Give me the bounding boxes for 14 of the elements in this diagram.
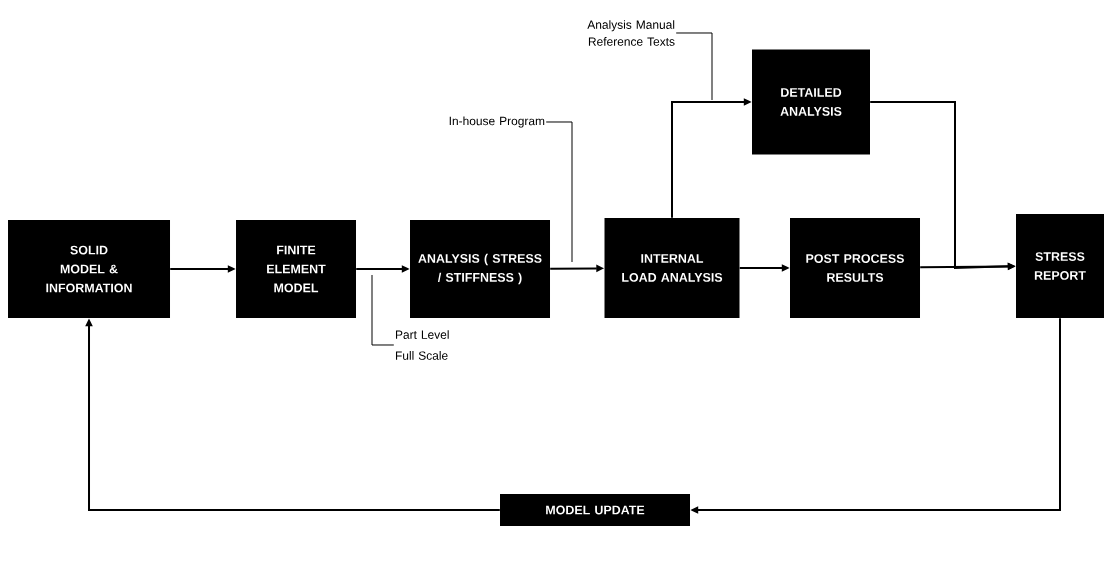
process-box: ANALYSIS ( STRESS / STIFFNESS ) [410, 220, 550, 318]
process-box: STRESS REPORT [1016, 214, 1104, 318]
process-box: POST PROCESS RESULTS [790, 218, 920, 318]
leader-line [545, 121, 573, 263]
annotation-text: In-house Program [449, 116, 545, 128]
annotation-text: Analysis Manual Reference Texts [587, 20, 675, 46]
process-box: DETAILED ANALYSIS [752, 49, 870, 155]
process-box: MODEL UPDATE [500, 494, 690, 526]
leader-line [371, 274, 395, 346]
leader-line [675, 32, 713, 101]
process-box: SOLID MODEL & INFORMATION [8, 220, 170, 318]
process-box: FINITE ELEMENT MODEL [236, 220, 356, 318]
process-box: INTERNAL LOAD ANALYSIS [604, 218, 740, 318]
annotation-text: Part Level Full Scale [396, 330, 449, 360]
